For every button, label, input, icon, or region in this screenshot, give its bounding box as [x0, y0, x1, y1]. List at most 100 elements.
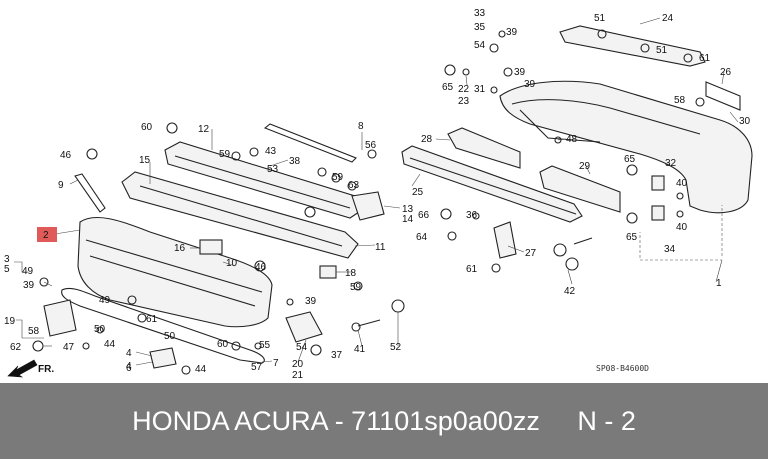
clip-59c	[331, 173, 341, 183]
callout-fr: FR.	[38, 364, 54, 375]
clip-65c	[444, 64, 456, 76]
callout-42: 42	[564, 286, 576, 297]
callout-35: 35	[474, 22, 486, 33]
clip-61c	[491, 263, 501, 273]
callout-3: 3	[4, 254, 10, 265]
front-side-bracket	[351, 191, 385, 221]
callout-40: 40	[676, 222, 688, 233]
front-bumper-crease-2	[89, 255, 256, 307]
callout-5: 5	[4, 264, 10, 275]
rear-absorber	[447, 127, 521, 169]
rear-beam-line	[409, 157, 577, 215]
rear-upper-beam	[559, 25, 706, 67]
callout-46: 46	[60, 150, 72, 161]
callout-39: 39	[305, 296, 317, 307]
clip-59b	[231, 151, 241, 161]
callout-61: 61	[699, 53, 711, 64]
callout-48: 48	[566, 134, 578, 145]
clip-46	[86, 148, 98, 160]
clip-51	[597, 29, 607, 39]
clip-32	[651, 175, 665, 191]
callout-52: 52	[390, 342, 402, 353]
diagram-code: SP08-B4600D	[596, 364, 649, 373]
callout-24: 24	[662, 13, 674, 24]
callout-31: 31	[474, 84, 486, 95]
callout-50: 50	[94, 324, 106, 335]
callout-63: 63	[348, 180, 360, 191]
callout-55: 55	[259, 340, 271, 351]
callout-49: 49	[99, 295, 111, 306]
clip-55	[254, 342, 262, 350]
clip-60b	[231, 341, 241, 351]
callout-44: 44	[104, 339, 116, 350]
callout-25: 25	[412, 187, 424, 198]
front-bumper-group	[32, 122, 405, 375]
clip-46b	[254, 260, 266, 272]
bolt-41	[357, 319, 381, 327]
front-bracket-16	[199, 239, 223, 255]
callout-12: 12	[198, 124, 210, 135]
clip-51b	[640, 43, 650, 53]
front-grille-insert	[149, 347, 177, 369]
callout-18: 18	[345, 268, 357, 279]
callout-37: 37	[331, 350, 343, 361]
callout-41: 41	[354, 344, 366, 355]
callout-40: 40	[676, 178, 688, 189]
clip-43	[249, 147, 259, 157]
clip-54	[489, 43, 499, 53]
clip-60	[166, 122, 178, 134]
clip-58	[695, 97, 705, 107]
callout-10: 10	[226, 258, 238, 269]
callout-21: 21	[292, 370, 304, 381]
rear-bumper-group	[401, 25, 753, 273]
callout-34: 34	[664, 244, 676, 255]
callout-66: 66	[418, 210, 430, 221]
clip-62	[32, 340, 44, 352]
callout-56: 56	[365, 140, 377, 151]
front-absorber-line	[139, 185, 343, 247]
leader-lines	[14, 17, 739, 366]
callout-7: 7	[273, 358, 279, 369]
clip-39b	[286, 298, 294, 306]
front-bumper-crease	[85, 239, 263, 293]
front-absorber	[121, 171, 359, 259]
bolt-42	[573, 237, 593, 245]
rear-bumper-face	[499, 80, 753, 214]
front-lower-bracket	[285, 311, 323, 343]
callout-23: 23	[458, 96, 470, 107]
callout-4: 4	[126, 361, 132, 372]
clip-39d	[503, 67, 513, 77]
footer-title: HONDA ACURA - 71101sp0a00zz N - 2	[132, 406, 636, 436]
callout-57: 57	[251, 362, 263, 373]
callout-1: 1	[716, 278, 722, 289]
clip-50	[96, 326, 104, 334]
clip-60c	[317, 167, 327, 177]
callout-11: 11	[375, 242, 386, 253]
callout-32: 32	[665, 158, 677, 169]
clip-10	[304, 206, 316, 218]
washer-42	[553, 243, 567, 257]
callout-46: 46	[255, 262, 267, 273]
front-beam-line	[174, 155, 351, 209]
front-bumper-face	[77, 216, 273, 328]
rear-bumper-edge	[511, 99, 701, 135]
clip-49	[127, 295, 137, 305]
callout-58: 58	[28, 326, 40, 337]
callout-15: 15	[139, 155, 151, 166]
clip-63	[347, 181, 357, 191]
callout-14: 14	[402, 214, 414, 225]
callout-59: 59	[219, 149, 231, 160]
callout-4: 4	[126, 348, 132, 359]
callout-61: 61	[466, 264, 478, 275]
front-lower-spoiler	[61, 287, 265, 364]
callout-54: 54	[474, 40, 486, 51]
callout-6: 6	[126, 363, 132, 374]
callout-49: 49	[22, 266, 34, 277]
front-direction-arrow	[7, 359, 38, 378]
clip-40	[676, 192, 684, 200]
callout-22: 22	[458, 84, 470, 95]
rear-bracket-27	[493, 221, 517, 259]
callout-54: 54	[296, 342, 308, 353]
